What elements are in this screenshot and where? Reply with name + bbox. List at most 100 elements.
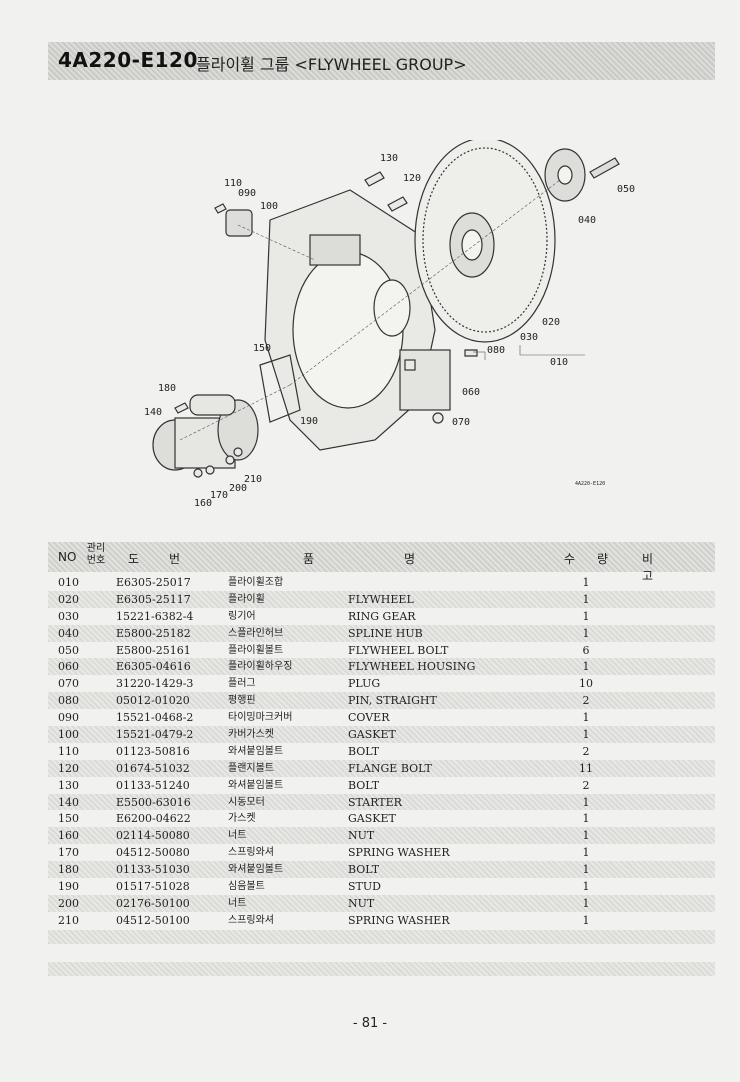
ref-no: 020 bbox=[58, 592, 79, 606]
part-number: E6305-25017 bbox=[116, 576, 191, 589]
quantity: 1 bbox=[582, 896, 590, 910]
part-name-english: FLYWHEEL BOLT bbox=[348, 643, 449, 657]
callout-040: 040 bbox=[578, 215, 596, 226]
quantity: 1 bbox=[582, 592, 590, 606]
part-name-korean: 너트 bbox=[228, 830, 247, 842]
part-number: E6305-04616 bbox=[116, 660, 191, 674]
callout-050: 050 bbox=[617, 184, 635, 195]
ref-no: 090 bbox=[58, 711, 79, 725]
quantity: 1 bbox=[582, 795, 590, 809]
part-name-english: GASKET bbox=[348, 728, 396, 742]
part-name-korean: 플라이휠하우징 bbox=[228, 661, 293, 673]
callout-020: 020 bbox=[542, 317, 560, 328]
callout-150: 150 bbox=[253, 343, 271, 354]
quantity: 1 bbox=[582, 846, 590, 860]
part-name-korean: 시동모터 bbox=[228, 796, 265, 808]
ref-no: 100 bbox=[58, 728, 79, 742]
ref-no: 040 bbox=[58, 626, 79, 640]
quantity: 2 bbox=[582, 694, 590, 708]
ref-no: 150 bbox=[58, 812, 79, 826]
part-number: E5500-63016 bbox=[116, 795, 191, 809]
part-number: E5800-25182 bbox=[116, 626, 191, 640]
callout-170: 170 bbox=[210, 490, 228, 501]
quantity: 1 bbox=[582, 576, 590, 589]
part-name-english: SPRING WASHER bbox=[348, 846, 450, 860]
ref-no: 140 bbox=[58, 795, 79, 809]
quantity: 1 bbox=[582, 711, 590, 725]
callout-030: 030 bbox=[520, 332, 538, 343]
callout-080: 080 bbox=[487, 345, 505, 356]
callout-130: 130 bbox=[380, 153, 398, 164]
callout-100: 100 bbox=[260, 201, 278, 212]
group-code: 4A220-E120 bbox=[58, 48, 198, 72]
col-part-no: 도번 bbox=[128, 552, 211, 566]
ref-no: 010 bbox=[58, 576, 79, 589]
quantity: 2 bbox=[582, 744, 590, 758]
part-number: 15521-0468-2 bbox=[116, 711, 194, 725]
quantity: 1 bbox=[582, 880, 590, 894]
callout-060: 060 bbox=[462, 387, 480, 398]
part-name-korean: 와셔붙임볼트 bbox=[228, 864, 284, 876]
callout-210: 210 bbox=[244, 474, 262, 485]
drawing-code: 4A220-E120 bbox=[575, 481, 605, 487]
ref-no: 190 bbox=[58, 880, 79, 894]
quantity: 11 bbox=[579, 761, 593, 775]
ref-no: 160 bbox=[58, 829, 79, 843]
exploded-parts-diagram: 110 090 100 130 120 050 040 020 030 010 … bbox=[144, 140, 635, 509]
quantity: 1 bbox=[582, 626, 590, 640]
callout-110: 110 bbox=[224, 178, 242, 189]
part-name-english: COVER bbox=[348, 711, 390, 725]
part-name-korean: 플라이휠볼트 bbox=[228, 644, 284, 656]
part-name-english: FLYWHEEL HOUSING bbox=[348, 660, 476, 674]
callout-070: 070 bbox=[452, 417, 470, 428]
part-name-korean: 스프링와셔 bbox=[228, 914, 274, 926]
ref-no: 070 bbox=[58, 677, 79, 691]
starter-gasket-drawing bbox=[259, 354, 301, 423]
part-name-korean: 스플라인허브 bbox=[228, 627, 284, 639]
part-number: 15521-0479-2 bbox=[116, 728, 194, 742]
table-band bbox=[48, 962, 715, 976]
ref-no: 200 bbox=[58, 896, 79, 910]
part-name-korean: 너트 bbox=[228, 897, 247, 909]
quantity: 2 bbox=[582, 778, 590, 792]
ref-no: 120 bbox=[58, 761, 79, 775]
part-name-english: FLANGE BOLT bbox=[348, 761, 432, 775]
part-name-english: FLYWHEEL bbox=[348, 592, 414, 606]
part-name-korean: 플러그 bbox=[228, 678, 256, 690]
part-number: 15221-6382-4 bbox=[116, 609, 194, 623]
part-name-english: SPLINE HUB bbox=[348, 626, 423, 640]
part-name-korean: 가스켓 bbox=[228, 813, 256, 825]
ref-no: 050 bbox=[58, 643, 79, 657]
col-part-name: 품명 bbox=[303, 552, 506, 566]
col-no: NO bbox=[58, 550, 77, 564]
part-number: 01133-51030 bbox=[116, 863, 190, 877]
part-number: 02176-50100 bbox=[116, 896, 190, 910]
callout-090: 090 bbox=[238, 188, 256, 199]
part-name-english: GASKET bbox=[348, 812, 396, 826]
part-name-english: PLUG bbox=[348, 677, 381, 691]
table-band bbox=[48, 930, 715, 944]
ref-no: 210 bbox=[58, 913, 79, 927]
quantity: 6 bbox=[582, 643, 590, 657]
page-number: - 81 - bbox=[352, 1016, 388, 1031]
col-remarks: 비고 bbox=[642, 552, 682, 583]
part-name-korean: 와셔붙임볼트 bbox=[228, 779, 284, 791]
part-name-korean: 카버가스켓 bbox=[228, 729, 274, 741]
ref-no: 180 bbox=[58, 863, 79, 877]
